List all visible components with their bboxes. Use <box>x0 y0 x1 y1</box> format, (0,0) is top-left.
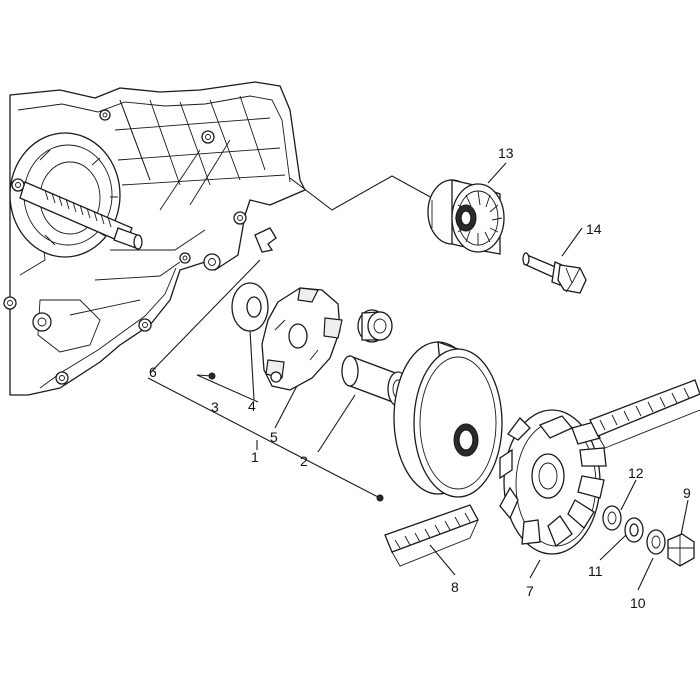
callout-2: 2 <box>300 453 308 469</box>
fan-blades <box>499 415 607 548</box>
callout-12: 12 <box>628 465 644 481</box>
callout-14: 14 <box>586 221 602 237</box>
callout-1: 1 <box>251 449 259 465</box>
retaining-clip <box>254 227 277 253</box>
part-12-washer <box>602 505 622 531</box>
callout-10: 10 <box>630 595 646 611</box>
callout-6: 6 <box>149 364 157 380</box>
callout-8: 8 <box>451 579 459 595</box>
splined-shaft <box>19 181 143 250</box>
callout-13: 13 <box>498 145 514 161</box>
part-11-washer <box>624 517 644 543</box>
part-5-ramp-plate <box>261 287 343 391</box>
callout-9: 9 <box>683 485 691 501</box>
callout-4: 4 <box>248 398 256 414</box>
part-2-sleeve <box>357 309 393 343</box>
pulley-half-disc <box>393 341 503 498</box>
callout-11: 11 <box>588 563 603 579</box>
callout-7: 7 <box>526 583 534 599</box>
crankcase-housing <box>3 81 306 396</box>
callout-labels: 1 2 3 4 5 6 7 8 9 10 11 12 13 14 <box>149 145 691 611</box>
callout-3: 3 <box>211 399 219 415</box>
housing-bolt-bosses <box>3 109 247 385</box>
callout-5: 5 <box>270 429 278 445</box>
part-14-bolt <box>522 252 587 294</box>
part-10-nut <box>667 533 695 567</box>
part-4-washer <box>231 282 269 332</box>
part-7-fan-pulley <box>499 409 607 555</box>
reference-dot-1 <box>376 494 384 502</box>
callout-leaders <box>147 162 689 591</box>
part-9-washer <box>646 529 666 555</box>
part-13-pulley <box>427 179 505 255</box>
reference-dot-3 <box>208 372 216 380</box>
part-8-belt <box>384 379 700 567</box>
